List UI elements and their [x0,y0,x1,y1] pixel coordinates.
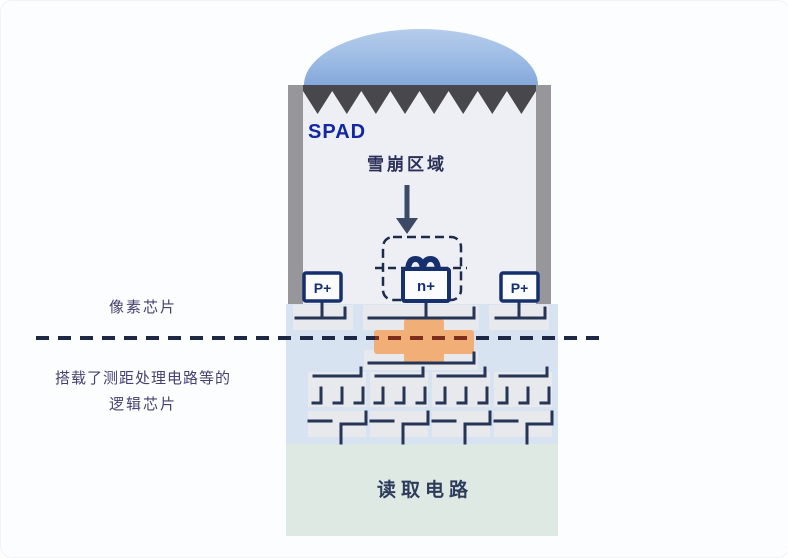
multiplication-crown [405,255,441,273]
p-plus-right-label: P+ [511,280,529,296]
trench-wall-right [536,85,551,304]
trench-wall-left [288,85,303,304]
p-plus-left-label: P+ [314,280,332,296]
p-plus-box-left [302,271,343,303]
logic-chip-label-line2: 逻辑芯片 [109,396,177,413]
p-plus-box-right [499,271,540,303]
spad-label: SPAD [308,121,366,143]
n-plus-box [401,267,451,303]
logic-chip-label-line1: 搭载了测距处理电路等的 [55,369,231,387]
pixel-chip-label: 像素芯片 [109,299,177,316]
sawtooth-texture [303,85,536,114]
n-plus-label: n+ [417,278,435,295]
readout-circuit-label: 读取电路 [377,478,473,501]
metal-traces [294,299,554,445]
microlens-dome [304,29,538,85]
avalanche-region-label: 雪崩区域 [367,154,447,174]
readout-region [286,444,558,536]
light-arrow [396,185,418,234]
